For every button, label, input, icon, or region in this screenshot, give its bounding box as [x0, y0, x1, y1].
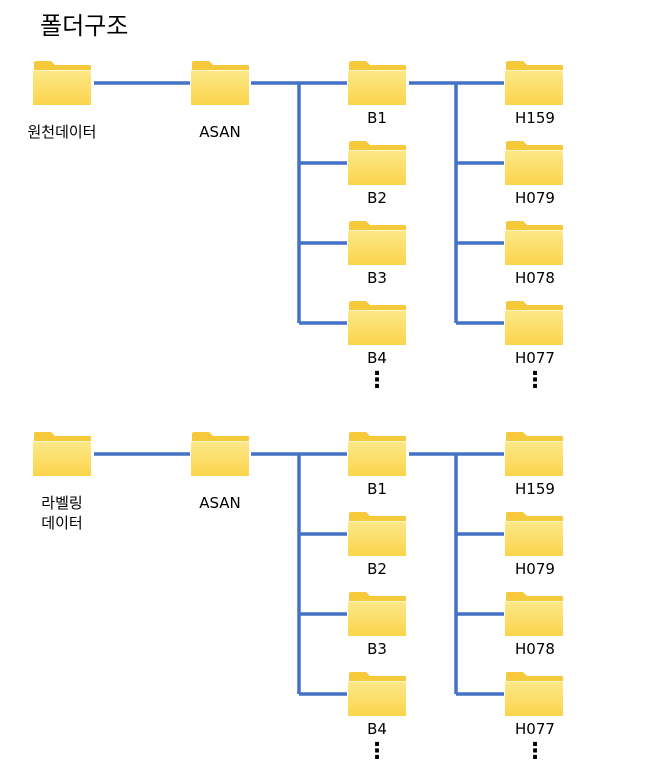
- folder-icon[interactable]: [505, 301, 563, 345]
- folder-icon[interactable]: [505, 432, 563, 476]
- folder-icon[interactable]: [348, 432, 406, 476]
- root-folder-label: 데이터: [41, 514, 82, 532]
- level2-folder-label: B4: [367, 349, 387, 367]
- level3-folder-label: H159: [515, 109, 555, 127]
- folder-icon[interactable]: [33, 61, 91, 105]
- folder-icon[interactable]: [191, 432, 249, 476]
- level3-folder-label: H078: [515, 640, 555, 658]
- more-items-icon: ⋮: [524, 739, 546, 764]
- folder-icon[interactable]: [505, 141, 563, 185]
- level2-folder-label: B1: [367, 109, 387, 127]
- root-folder-label: 원천데이터: [27, 123, 96, 141]
- level3-folder-label: H159: [515, 480, 555, 498]
- folder-icon[interactable]: [191, 61, 249, 105]
- more-items-icon: ⋮: [524, 368, 546, 393]
- folder-icon[interactable]: [33, 432, 91, 476]
- folder-icon[interactable]: [348, 61, 406, 105]
- middle-folder-label: ASAN: [199, 494, 241, 512]
- folder-icon[interactable]: [505, 61, 563, 105]
- folder-icon[interactable]: [505, 512, 563, 556]
- level3-folder-label: H077: [515, 720, 555, 738]
- folder-icon[interactable]: [505, 672, 563, 716]
- level2-folder-label: B3: [367, 640, 387, 658]
- folder-icon[interactable]: [348, 301, 406, 345]
- folder-icon[interactable]: [505, 221, 563, 265]
- level3-folder-label: H077: [515, 349, 555, 367]
- page-title: 폴더구조: [40, 12, 129, 40]
- middle-folder-label: ASAN: [199, 123, 241, 141]
- more-items-icon: ⋮: [366, 739, 388, 764]
- level2-folder-label: B3: [367, 269, 387, 287]
- folder-icon[interactable]: [505, 592, 563, 636]
- level3-folder-label: H079: [515, 560, 555, 578]
- level2-folder-label: B2: [367, 560, 387, 578]
- folder-icon[interactable]: [348, 512, 406, 556]
- more-items-icon: ⋮: [366, 368, 388, 393]
- level3-folder-label: H078: [515, 269, 555, 287]
- level2-folder-label: B2: [367, 189, 387, 207]
- folder-icon[interactable]: [348, 221, 406, 265]
- root-folder-label: 라벨링: [41, 494, 82, 512]
- folder-icon[interactable]: [348, 672, 406, 716]
- folder-icon[interactable]: [348, 592, 406, 636]
- level3-folder-label: H079: [515, 189, 555, 207]
- folder-icon[interactable]: [348, 141, 406, 185]
- level2-folder-label: B4: [367, 720, 387, 738]
- level2-folder-label: B1: [367, 480, 387, 498]
